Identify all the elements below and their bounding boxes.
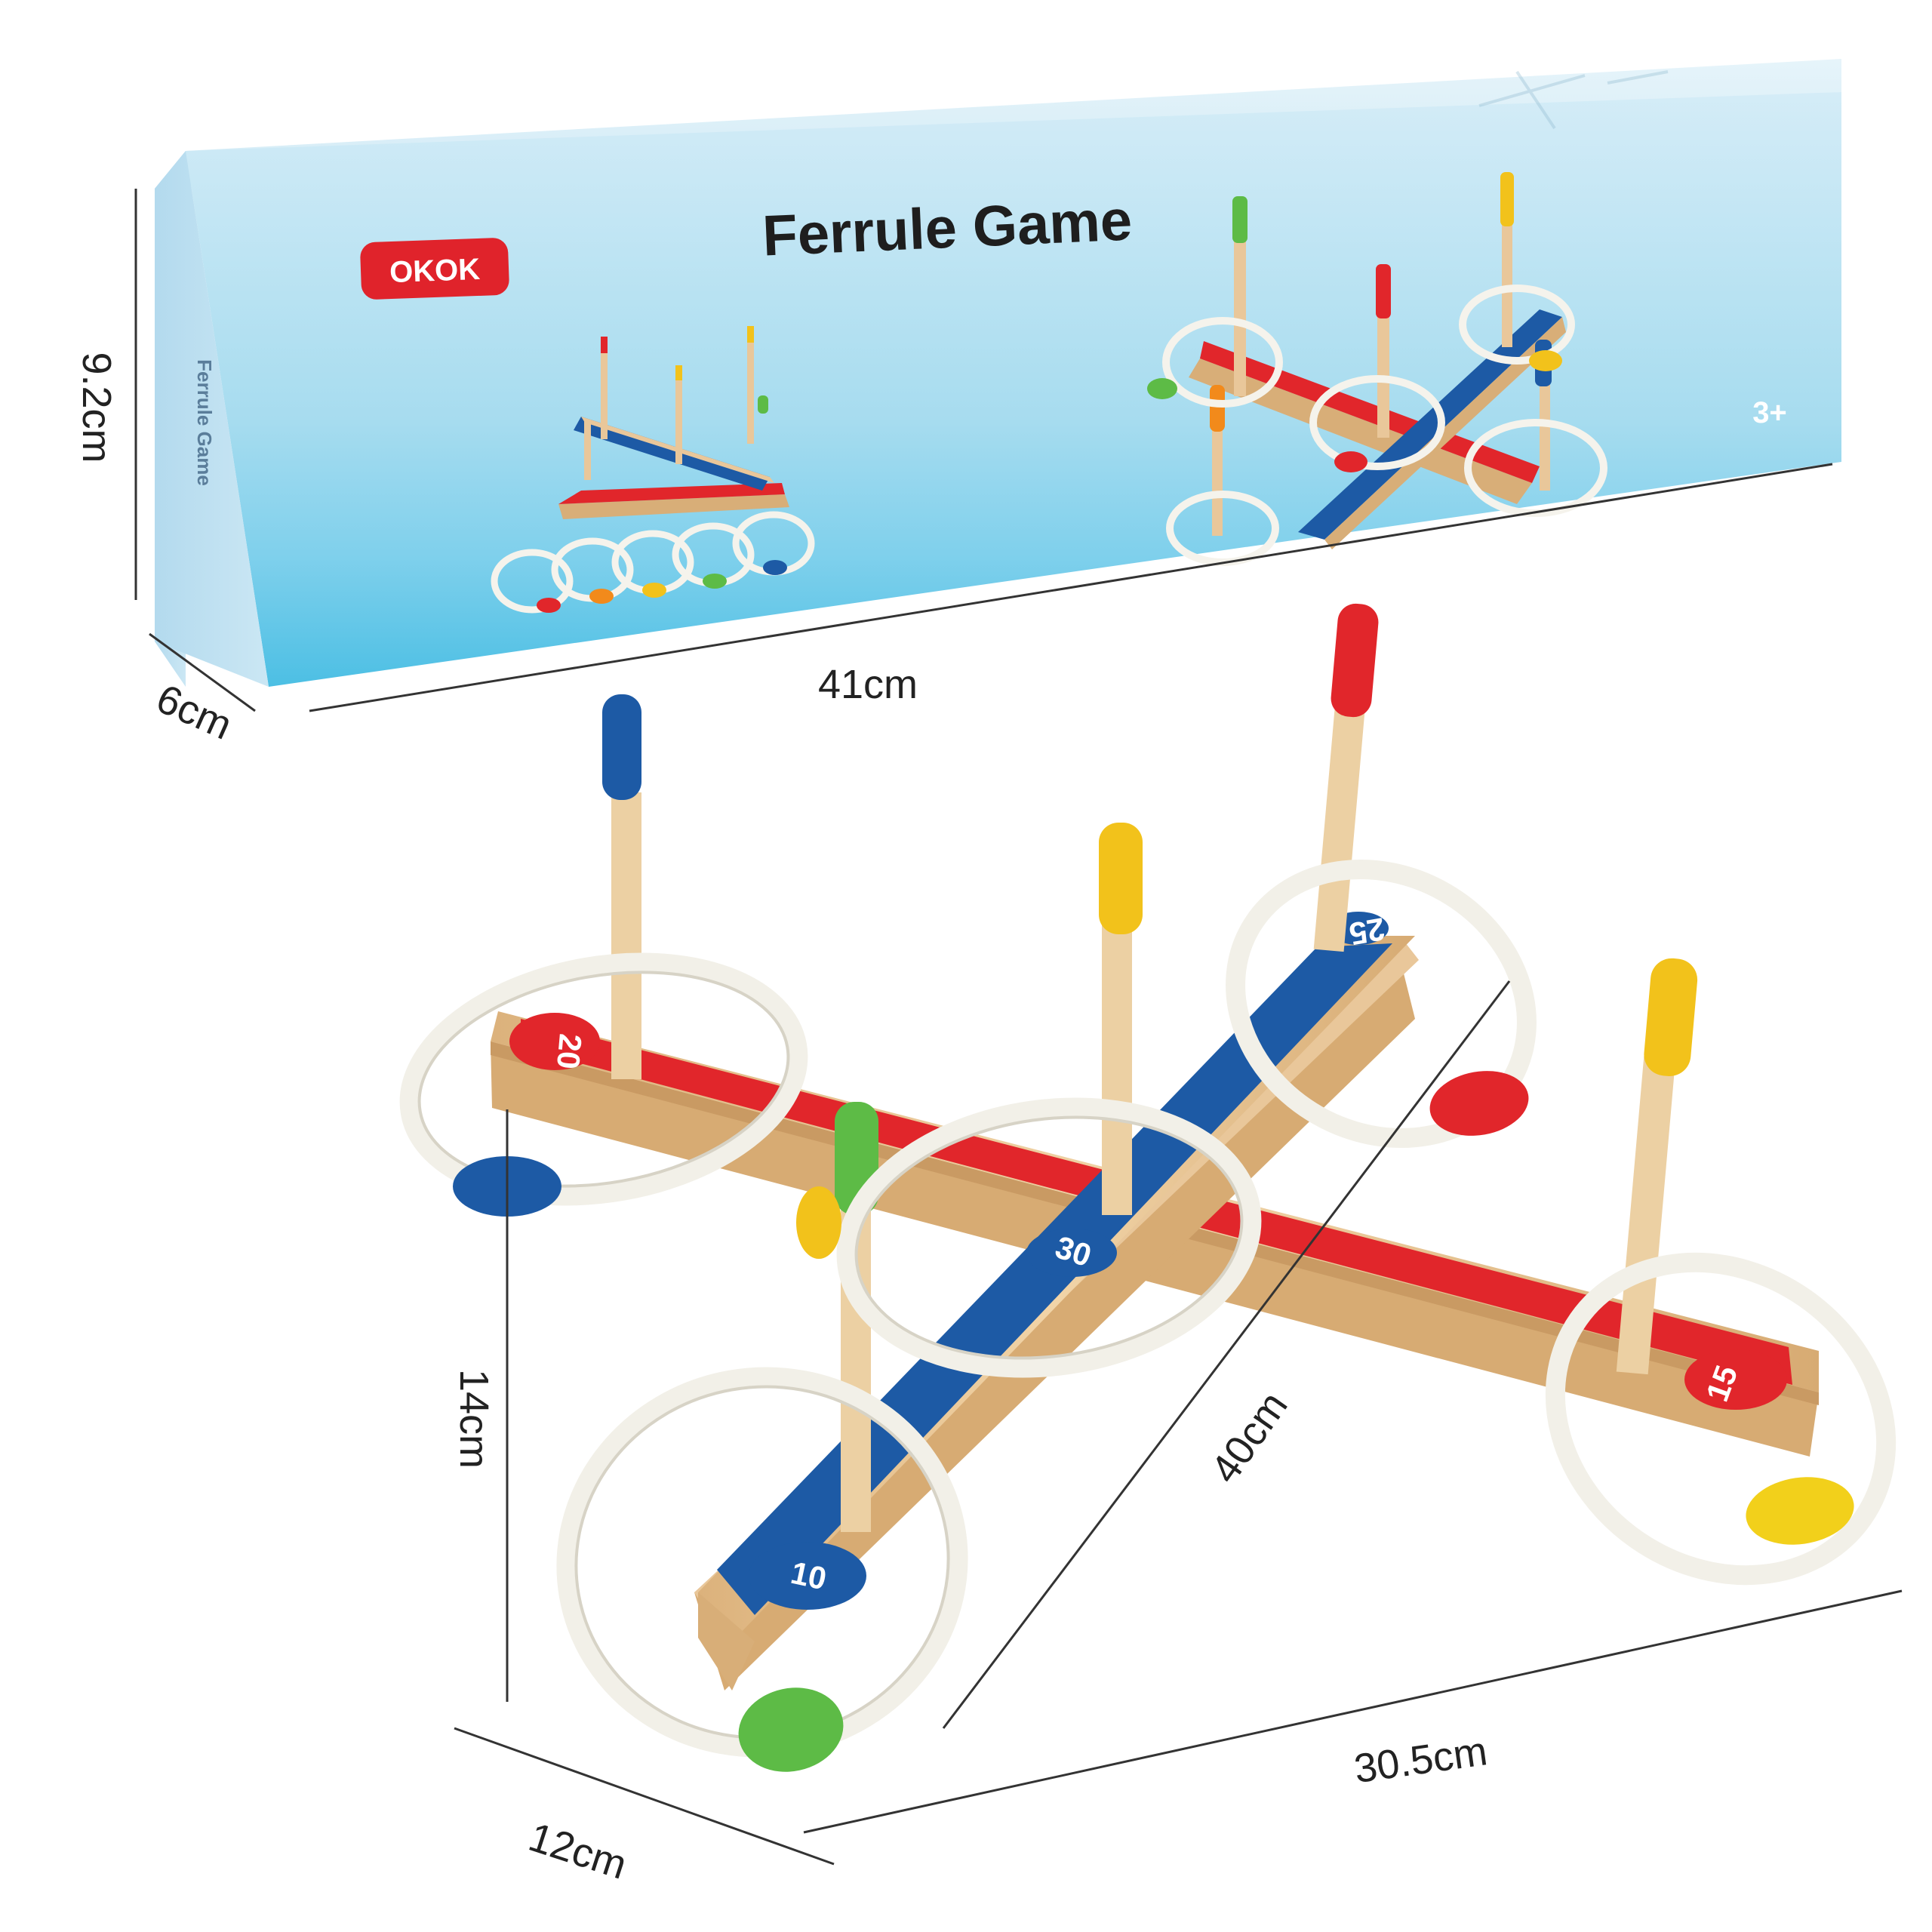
score-10: 10 xyxy=(788,1555,829,1597)
score-25: 25 xyxy=(1346,911,1387,952)
box-side-text: Ferrule Game xyxy=(193,359,216,486)
box-illustration-large xyxy=(1147,172,1607,566)
box-pattern xyxy=(1478,70,1669,130)
peg-blue xyxy=(602,694,641,1079)
connector-orange xyxy=(796,1186,841,1259)
connector-red xyxy=(1429,1071,1529,1136)
peg-yellow-right xyxy=(1616,958,1698,1375)
toy-depth-label: 12cm xyxy=(523,1814,632,1888)
product-box: OKOK Ferrule Game Ferrule Game 3+ xyxy=(155,59,1841,687)
peg-yellow-center xyxy=(1099,823,1143,1215)
brand-logo: OKOK xyxy=(360,238,509,300)
ring-orange xyxy=(836,1097,1262,1378)
box-depth-label: 6cm xyxy=(150,675,239,748)
toy-height-label: 14cm xyxy=(451,1369,497,1469)
connector-yellow xyxy=(1746,1477,1854,1545)
box-illustration-small xyxy=(491,326,815,614)
toy-diagonal-label: 40cm xyxy=(1202,1383,1297,1491)
ring-yellow xyxy=(1545,1252,1897,1586)
score-20: 20 xyxy=(550,1032,589,1071)
connector-green xyxy=(738,1687,844,1772)
box-length-label: 41cm xyxy=(818,662,918,707)
blue-board xyxy=(694,936,1419,1690)
ring-blue xyxy=(399,952,808,1206)
peg-red xyxy=(1313,603,1379,952)
toy-width-label: 30.5cm xyxy=(1352,1728,1491,1792)
toy-dimensions xyxy=(454,980,1903,1866)
box-front-face xyxy=(186,92,1841,687)
box-height-label: 9.2cm xyxy=(74,352,119,463)
ring-toss-toy: 20 15 25 30 10 xyxy=(399,603,1897,1772)
box-dimensions xyxy=(134,189,1833,712)
age-badge: 3+ xyxy=(1752,396,1787,429)
brand-name: OKOK xyxy=(389,253,481,289)
